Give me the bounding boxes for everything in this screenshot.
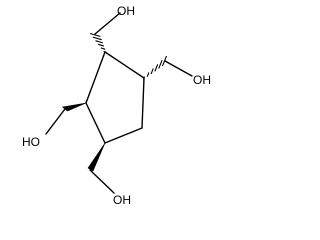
wedge-bond-left — [62, 102, 87, 112]
hashed-bond-top — [89, 32, 107, 54]
hydroxyl-label-left: HO — [22, 135, 40, 149]
hash-line — [98, 43, 105, 47]
bond-ch2-oh-right — [164, 60, 193, 77]
hydroxyl-label-right: OH — [193, 73, 211, 87]
bond-ch2-oh-top — [94, 12, 121, 35]
hydroxyl-label-bottom: OH — [113, 193, 131, 207]
hash-line — [103, 50, 107, 54]
ring-bond-c1-c2 — [104, 51, 145, 79]
ring-bond-c3-c4 — [104, 127, 143, 144]
hydroxyl-label-top: OH — [117, 4, 135, 18]
hash-line — [89, 32, 101, 38]
hash-line — [142, 76, 146, 80]
wedge-shape — [87, 142, 106, 172]
cyclopentane-ring — [85, 51, 145, 144]
hashed-bond-right — [142, 55, 168, 80]
hash-line — [92, 36, 102, 41]
wedge-shape — [62, 102, 87, 112]
ring-bond-c5-c1 — [85, 51, 106, 104]
hash-line — [154, 64, 159, 72]
hash-line — [146, 72, 150, 77]
hash-line — [158, 59, 163, 69]
ring-bond-c4-c5 — [85, 102, 106, 144]
hash-line — [150, 68, 154, 75]
bond-ch2-ho-left — [45, 108, 66, 135]
molecule-structure-drawing: OH OH HO OH — [22, 4, 211, 207]
ring-bond-c2-c3 — [141, 77, 145, 129]
hash-line — [100, 47, 106, 50]
hash-line — [95, 40, 103, 44]
bond-ch2-oh-bottom — [89, 169, 115, 194]
wedge-bond-bottom — [87, 142, 106, 172]
